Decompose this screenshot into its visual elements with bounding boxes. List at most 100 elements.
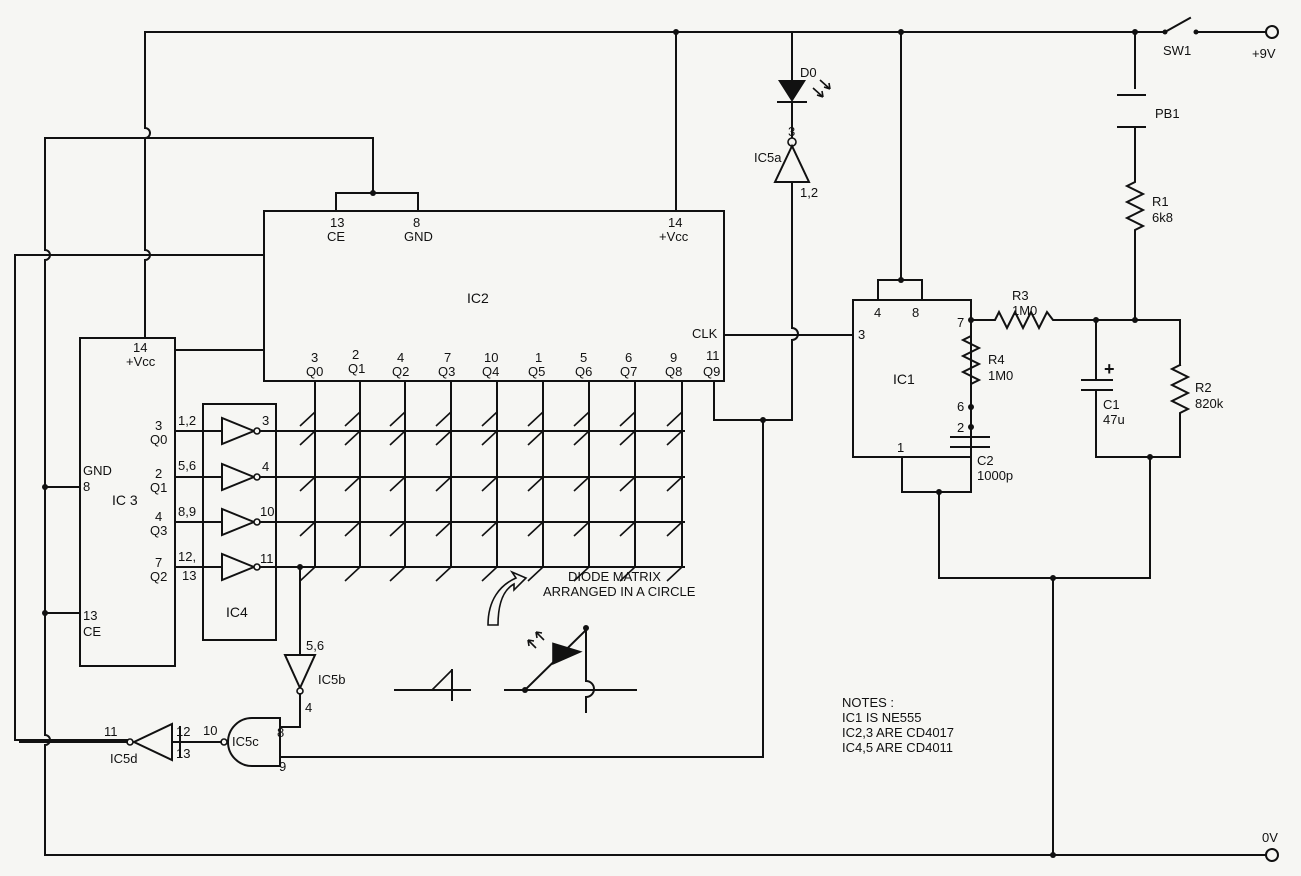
ic2-out-label: Q2: [392, 364, 409, 379]
supply-9v-label: +9V: [1252, 46, 1276, 61]
notes-line: IC4,5 ARE CD4011: [842, 740, 953, 755]
ic5a-name: IC5a: [754, 150, 782, 165]
ic1-pin4: 4: [874, 305, 881, 320]
r1-resistor: [1124, 174, 1146, 323]
sw1-switch: [1162, 16, 1199, 35]
notes-title: NOTES :: [842, 695, 894, 710]
r2-name: R2: [1195, 380, 1212, 395]
ic2-vcc-num: 14: [668, 215, 682, 230]
ic3-out-label: Q2: [150, 569, 167, 584]
r4-value: 1M0: [988, 368, 1013, 383]
ic3-out-label: Q0: [150, 432, 167, 447]
ic4-gate-out: 11: [260, 551, 274, 566]
matrix-legend-symbols: [394, 625, 637, 713]
supply-rail-0v: [44, 848, 1279, 862]
ic5d-in1: 12: [176, 724, 190, 739]
ic3-gnd-num: 8: [83, 479, 90, 494]
r3-name: R3: [1012, 288, 1029, 303]
ic2-out-num: 5: [580, 350, 587, 365]
ic5c-nand: [179, 717, 299, 767]
ic2-out-num: 7: [444, 350, 451, 365]
ic2-out-num: 1: [535, 350, 542, 365]
ic5b-out: 4: [305, 700, 312, 715]
ic5c-in2: 9: [279, 759, 286, 774]
r4-name: R4: [988, 352, 1005, 367]
ic2-clk-num: 11: [706, 348, 720, 363]
supply-0v-label: 0V: [1262, 830, 1278, 845]
pb1-pushbutton: [1117, 29, 1146, 176]
diode-matrix: [297, 380, 683, 582]
ic5c-name: IC5c: [232, 734, 259, 749]
ic5c-out: 10: [203, 723, 217, 738]
ic3-out-num: 3: [155, 418, 162, 433]
notes-line: IC2,3 ARE CD4017: [842, 725, 954, 740]
c2-name: C2: [977, 453, 994, 468]
c1-name: C1: [1103, 397, 1120, 412]
ic2-vcc: +Vcc: [659, 229, 689, 244]
r3-resistor: [970, 309, 1136, 331]
ic4-gate-in: 12,: [178, 549, 196, 564]
ic2-ce: CE: [327, 229, 345, 244]
ic4-gate-in: 8,9: [178, 504, 196, 519]
r2-value: 820k: [1195, 396, 1224, 411]
ic3-out-label: Q1: [150, 480, 167, 495]
ic3-name: IC 3: [112, 492, 138, 508]
r1-value: 6k8: [1152, 210, 1173, 225]
r1-name: R1: [1152, 194, 1169, 209]
ic5a-inverter: [297, 137, 854, 758]
ic2-output-labels: 3 Q0 2 Q1 4 Q2 7 Q3 10 Q4 1 Q5 5 Q6 6 Q7…: [306, 347, 720, 379]
d0-label: D0: [800, 65, 817, 80]
ic2-clk: CLK: [692, 326, 718, 341]
ic1-pin3: 3: [858, 327, 865, 342]
ic1-pin7: 7: [957, 315, 964, 330]
ic4-gates: [174, 416, 685, 582]
ic3-chip: [79, 337, 176, 667]
ic4-name: IC4: [226, 604, 248, 620]
ic1-pin8: 8: [912, 305, 919, 320]
ic2-gnd: GND: [404, 229, 433, 244]
ic5d-name: IC5d: [110, 751, 137, 766]
ic2-name: IC2: [467, 290, 489, 306]
ic2-out-num: 4: [397, 350, 404, 365]
ic1-name: IC1: [893, 371, 915, 387]
ic4-gate-out: 10: [260, 504, 274, 519]
ic2-out-label: Q8: [665, 364, 682, 379]
ic3-output-labels: 3 Q0 2 Q1 4 Q3 7 Q2: [150, 418, 167, 584]
ic4-gate-in: 5,6: [178, 458, 196, 473]
ic4-gate-out: 3: [262, 413, 269, 428]
ic1-pin6: 6: [957, 399, 964, 414]
ic2-out-label: Q4: [482, 364, 499, 379]
ic2-out-num: 3: [311, 350, 318, 365]
ic2-chip: [263, 31, 725, 382]
ic5b-inverter: [279, 566, 317, 728]
matrix-label-line1: DIODE MATRIX: [568, 569, 661, 584]
ic2-out-label: Q5: [528, 364, 545, 379]
ic2-out-num: 6: [625, 350, 632, 365]
ic3-vcc-num: 14: [133, 340, 147, 355]
notes-line: IC1 IS NE555: [842, 710, 922, 725]
ic1-pin1: 1: [897, 440, 904, 455]
ic2-out-label: Q6: [575, 364, 592, 379]
ic5b-in: 5,6: [306, 638, 324, 653]
ic2-out-label: Q9: [703, 364, 720, 379]
ic2-gnd-num: 8: [413, 215, 420, 230]
ic5c-in1: 8: [277, 725, 284, 740]
ic3-out-label: Q3: [150, 523, 167, 538]
ic3-ce: CE: [83, 624, 101, 639]
ic4-gate-in2: 13: [182, 568, 196, 583]
ic3-gnd: GND: [83, 463, 112, 478]
sw1-label: SW1: [1163, 43, 1191, 58]
r3-value: 1M0: [1012, 303, 1037, 318]
ic4-gate-out: 4: [262, 459, 269, 474]
ic3-vcc: +Vcc: [126, 354, 156, 369]
ic5b-name: IC5b: [318, 672, 345, 687]
ic5d-out: 11: [104, 724, 118, 739]
r4-resistor: [960, 317, 982, 438]
ic5d-inverter: [19, 722, 181, 762]
matrix-arrow-icon: [487, 570, 528, 626]
matrix-label-line2: ARRANGED IN A CIRCLE: [543, 584, 696, 599]
c1-r2-network: [1050, 317, 1191, 858]
ic1-pin2: 2: [957, 420, 964, 435]
